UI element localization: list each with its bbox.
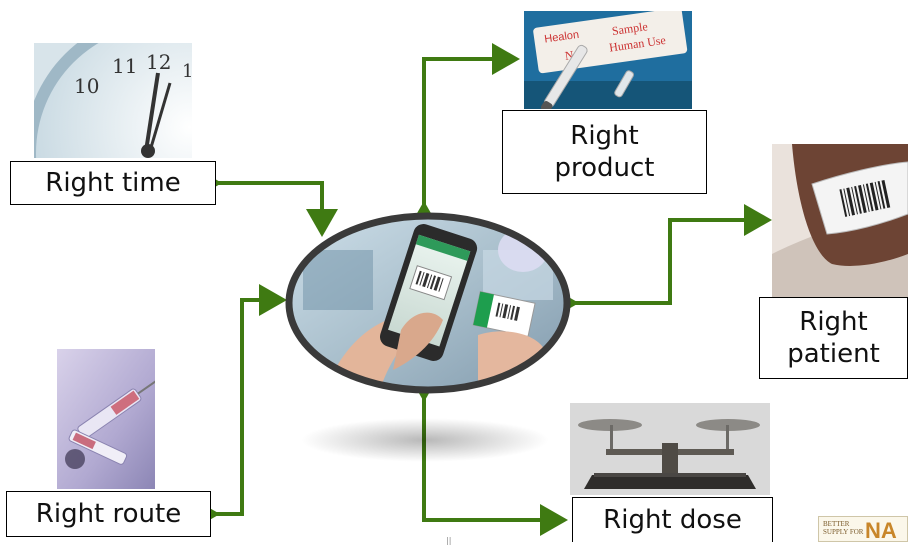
label-right-time-text: Right time — [45, 168, 181, 198]
label-right-dose: Right dose — [572, 497, 773, 542]
arrow-time — [194, 167, 338, 237]
clock-icon: 10 11 12 1 — [34, 43, 192, 158]
label-right-route-text: Right route — [35, 499, 182, 529]
svg-text:11: 11 — [112, 54, 137, 78]
label-right-route: Right route — [6, 491, 211, 537]
brand-logo-line2: SUPPLY FOR — [823, 528, 864, 536]
wristband-barcode-icon — [772, 144, 908, 297]
svg-text:1: 1 — [182, 61, 192, 82]
arrow-patient — [551, 204, 772, 319]
product-photo: Healon Sample No Human Use — [524, 11, 692, 109]
brand-logo: BETTER SUPPLY FOR NA — [818, 516, 908, 542]
arrow-dose — [408, 374, 568, 536]
sample-tube-icon: Healon Sample No Human Use — [524, 11, 692, 109]
balance-scale-icon — [570, 403, 770, 495]
label-right-product: Right product — [502, 110, 707, 194]
ellipse-shadow — [300, 418, 550, 462]
syringe-icon — [57, 349, 155, 489]
center-scan-photo — [283, 210, 573, 396]
label-right-product-line1: Right — [570, 121, 639, 151]
label-right-product-line2: product — [554, 153, 655, 183]
arrow-route — [192, 284, 287, 530]
label-right-patient-line2: patient — [787, 339, 880, 369]
dose-photo — [570, 403, 770, 495]
arrow-product — [408, 43, 520, 229]
small-mark: || — [446, 536, 452, 545]
label-right-time: Right time — [10, 161, 216, 205]
brand-logo-small-text: BETTER SUPPLY FOR — [823, 520, 863, 536]
clock-photo: 10 11 12 1 — [34, 43, 192, 158]
label-right-patient: Right patient — [759, 297, 908, 379]
smartphone-scanning-icon — [285, 212, 571, 394]
label-right-patient-line1: Right — [799, 307, 868, 337]
brand-logo-big-text: NA — [865, 518, 897, 542]
svg-text:Sample: Sample — [611, 19, 649, 38]
svg-text:12: 12 — [146, 50, 171, 74]
svg-text:Healon: Healon — [544, 29, 580, 46]
brand-logo-line1: BETTER — [823, 520, 850, 528]
route-photo — [57, 349, 155, 489]
patient-photo — [772, 144, 908, 297]
svg-text:10: 10 — [74, 74, 99, 98]
label-right-dose-text: Right dose — [603, 505, 742, 535]
